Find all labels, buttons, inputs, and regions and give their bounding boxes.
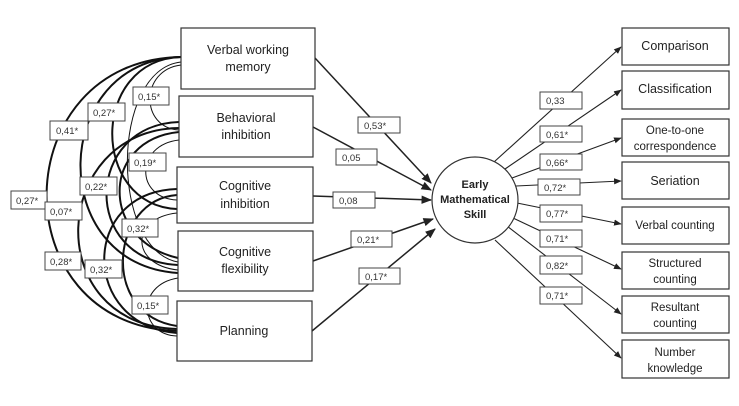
coef-text: 0,28* (50, 257, 72, 268)
outcome-box-seriation: Seriation (621, 161, 730, 200)
corr-coef-vwm-pl: 0,27* (10, 190, 48, 210)
corr-coef-ci-pl-b: 0,32* (84, 259, 123, 279)
loading-coef-oto: 0,66* (539, 153, 583, 171)
path-coef-cf: 0,21* (350, 230, 393, 248)
outcome-label: Resultant (651, 302, 700, 314)
coef-text: 0,82* (546, 261, 568, 272)
path-coef-bi: 0,05 (335, 148, 378, 166)
outcome-boxes: Comparison Classification One-to-one cor… (621, 27, 730, 379)
corr-arc-vwm-cf (79, 56, 182, 274)
predictor-box-verbal-working-memory: Verbal working memory (180, 27, 316, 90)
predictor-box-cognitive-inhibition: Cognitive inhibition (176, 166, 314, 224)
outcome-box-structured-counting: Structured counting (621, 251, 730, 290)
corr-coef-ci-pl-a: 0,28* (44, 251, 82, 271)
predictor-box-behavioral-inhibition: Behavioral inhibition (178, 95, 314, 158)
outcome-label: Number (655, 347, 696, 359)
coef-text: 0,21* (357, 235, 379, 246)
corr-arc-vwm-ci (111, 56, 182, 210)
outcome-box-classification: Classification (621, 70, 730, 110)
outcome-label: Comparison (641, 39, 708, 53)
outcome-box-verbal-counting: Verbal counting (621, 206, 730, 245)
path-coefficients: 0,53* 0,05 0,08 0,21* 0,17* (332, 116, 401, 285)
outcome-label: knowledge (648, 363, 703, 375)
outcome-box-number-knowledge: Number knowledge (621, 339, 730, 379)
predictor-label: Behavioral (216, 111, 275, 125)
coef-text: 0,77* (546, 209, 568, 220)
loading-coef-sc: 0,71* (539, 229, 583, 248)
coef-text: 0,15* (138, 92, 160, 103)
corr-arc-ci-pl-a (103, 188, 178, 334)
predictor-label: inhibition (221, 128, 270, 142)
predictor-label: Cognitive (219, 245, 271, 259)
coef-text: 0,08 (339, 196, 358, 207)
outcome-label: Structured (648, 258, 701, 270)
corr-coef-vwm-ci: 0,27* (87, 102, 126, 122)
coef-text: 0,33 (546, 96, 565, 107)
coef-text: 0,61* (546, 130, 568, 141)
corr-coef-bi-pl: 0,07* (44, 201, 83, 221)
predictor-box-planning: Planning (176, 300, 313, 362)
latent-label: Mathematical (440, 194, 510, 206)
outcome-label: Seriation (650, 174, 699, 188)
coef-text: 0,27* (93, 108, 115, 119)
loading-coef-nk: 0,71* (539, 286, 583, 305)
outcome-label: correspondence (634, 141, 716, 153)
corr-coef-bi-ci: 0,19* (128, 152, 167, 172)
predictor-label: Planning (220, 324, 269, 338)
outcome-label: counting (653, 318, 696, 330)
coef-text: 0,41* (56, 126, 78, 137)
predictor-box-cognitive-flexibility: Cognitive flexibility (177, 230, 314, 292)
corr-coef-vwm-bi: 0,15* (132, 86, 170, 106)
predictor-boxes: Verbal working memory Behavioral inhibit… (176, 27, 316, 362)
coef-text: 0,07* (50, 207, 72, 218)
coef-text: 0,15* (137, 301, 159, 312)
predictor-label: flexibility (221, 262, 269, 276)
latent-label: Skill (464, 209, 487, 221)
outcome-box-one-to-one-correspondence: One-to-one correspondence (621, 118, 730, 157)
loading-coef-rc: 0,82* (539, 255, 583, 275)
corr-coef-bi-cf: 0,22* (79, 176, 118, 196)
coef-text: 0,66* (546, 158, 568, 169)
corr-arc-ci-cf (141, 212, 179, 271)
corr-coef-cf-pl: 0,15* (131, 295, 169, 315)
outcome-box-resultant-counting: Resultant counting (621, 295, 730, 334)
loading-coef-vc: 0,77* (539, 204, 583, 223)
predictor-label: memory (225, 60, 271, 74)
path-coef-pl: 0,17* (358, 267, 401, 285)
outcome-label: Verbal counting (635, 220, 714, 232)
correlation-arcs (45, 56, 182, 337)
path-coef-ci: 0,08 (332, 191, 376, 209)
outcome-label: Classification (638, 82, 712, 96)
latent-early-mathematical-skill: Early Mathematical Skill (431, 156, 519, 244)
corr-arc-ci-pl-b (121, 194, 178, 327)
coef-text: 0,19* (134, 158, 156, 169)
coef-text: 0,71* (546, 291, 568, 302)
latent-label: Early (462, 179, 490, 191)
outcome-label: One-to-one (646, 125, 704, 137)
corr-arc-vwm-cf-b (126, 61, 182, 263)
path-coef-vwm: 0,53* (357, 116, 401, 134)
coef-text: 0,05 (342, 153, 361, 164)
loading-coefficients: 0,33 0,61* 0,66* 0,72* 0,77* 0,71* 0,82*… (537, 91, 583, 305)
corr-coef-ci-cf: 0,32* (121, 218, 159, 238)
outcome-box-comparison: Comparison (621, 27, 730, 66)
coef-text: 0,17* (365, 272, 387, 283)
loading-coef-class: 0,61* (539, 125, 583, 143)
loading-coef-ser: 0,72* (537, 178, 581, 196)
coef-text: 0,27* (16, 196, 38, 207)
outcome-label: counting (653, 274, 696, 286)
predictor-label: inhibition (220, 197, 269, 211)
corr-coef-vwm-cf: 0,41* (49, 120, 89, 141)
coef-text: 0,71* (546, 234, 568, 245)
predictor-label: Verbal working (207, 43, 289, 57)
coef-text: 0,22* (85, 182, 107, 193)
loading-coef-comp: 0,33 (539, 91, 583, 110)
predictor-label: Cognitive (219, 179, 271, 193)
corr-arc-bi-pl (77, 127, 180, 330)
correlation-coefficients: 0,15* 0,27* 0,41* 0,19* 0,22* 0,27* 0,07… (10, 86, 170, 315)
coef-text: 0,72* (544, 183, 566, 194)
coef-text: 0,32* (90, 265, 112, 276)
coef-text: 0,53* (364, 121, 386, 132)
coef-text: 0,32* (127, 224, 149, 235)
